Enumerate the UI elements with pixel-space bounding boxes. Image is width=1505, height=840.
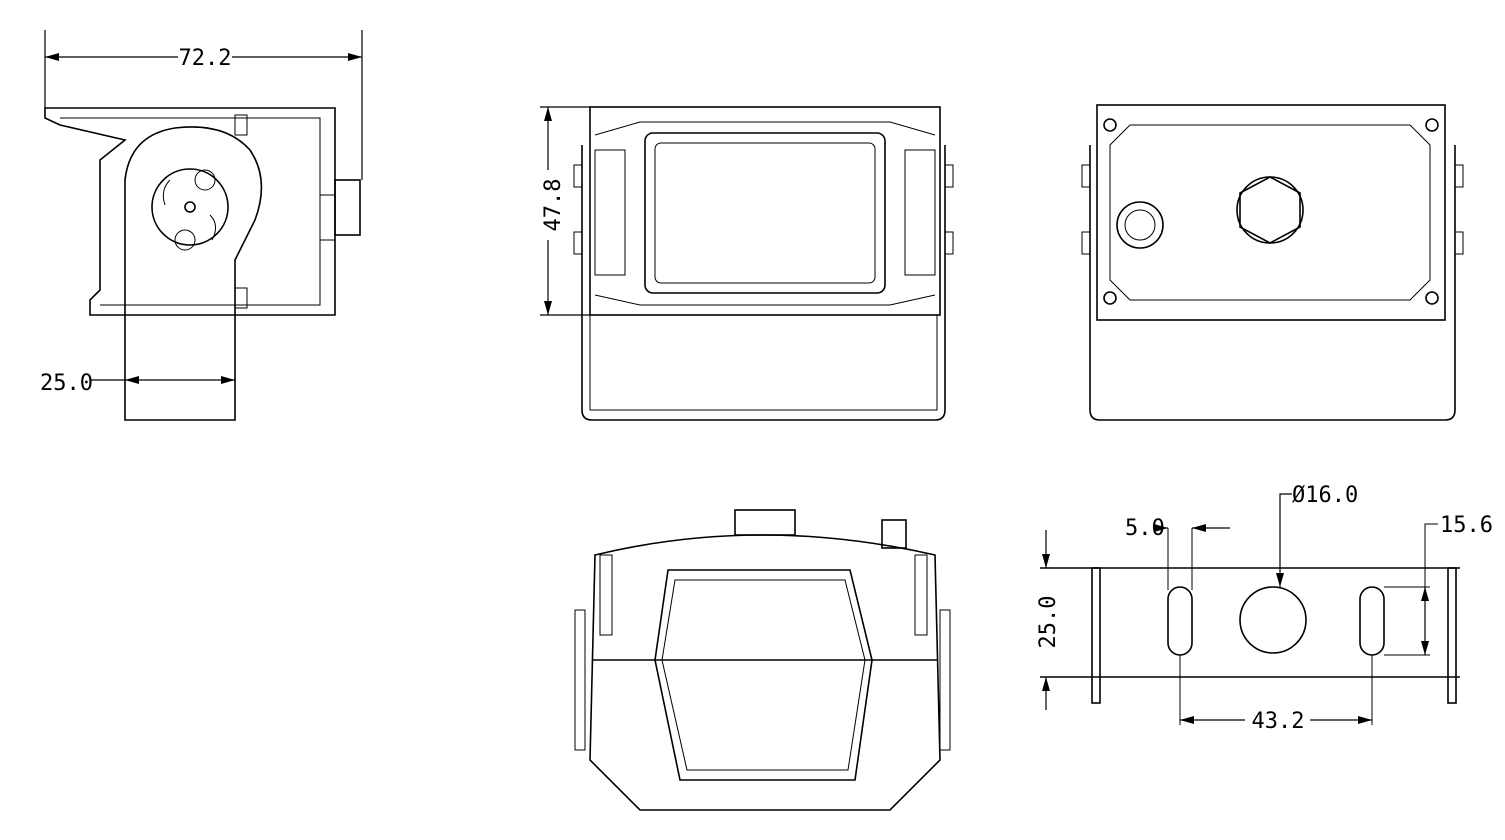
dim-bracket-25-0: 25.0 [40,371,93,396]
bottom-view [574,509,951,811]
dim-width-72-2: 72.2 [179,46,232,71]
dim-slot-spacing-43-2: 43.2 [1252,709,1305,734]
dim-slot-length-15-6: 15.6 [1440,513,1493,538]
front-view: 47.8 [540,106,954,421]
dim-height-47-8: 47.8 [541,179,566,232]
dim-hole-dia-16-0: Ø16.0 [1292,483,1358,508]
rear-view [1081,104,1464,421]
side-view: 72.2 25.0 [40,30,363,421]
dim-plate-width-25-0: 25.0 [1036,596,1061,649]
bracket-plate-view: 25.0 5.0 Ø16.0 15.6 43.2 [1036,483,1493,734]
